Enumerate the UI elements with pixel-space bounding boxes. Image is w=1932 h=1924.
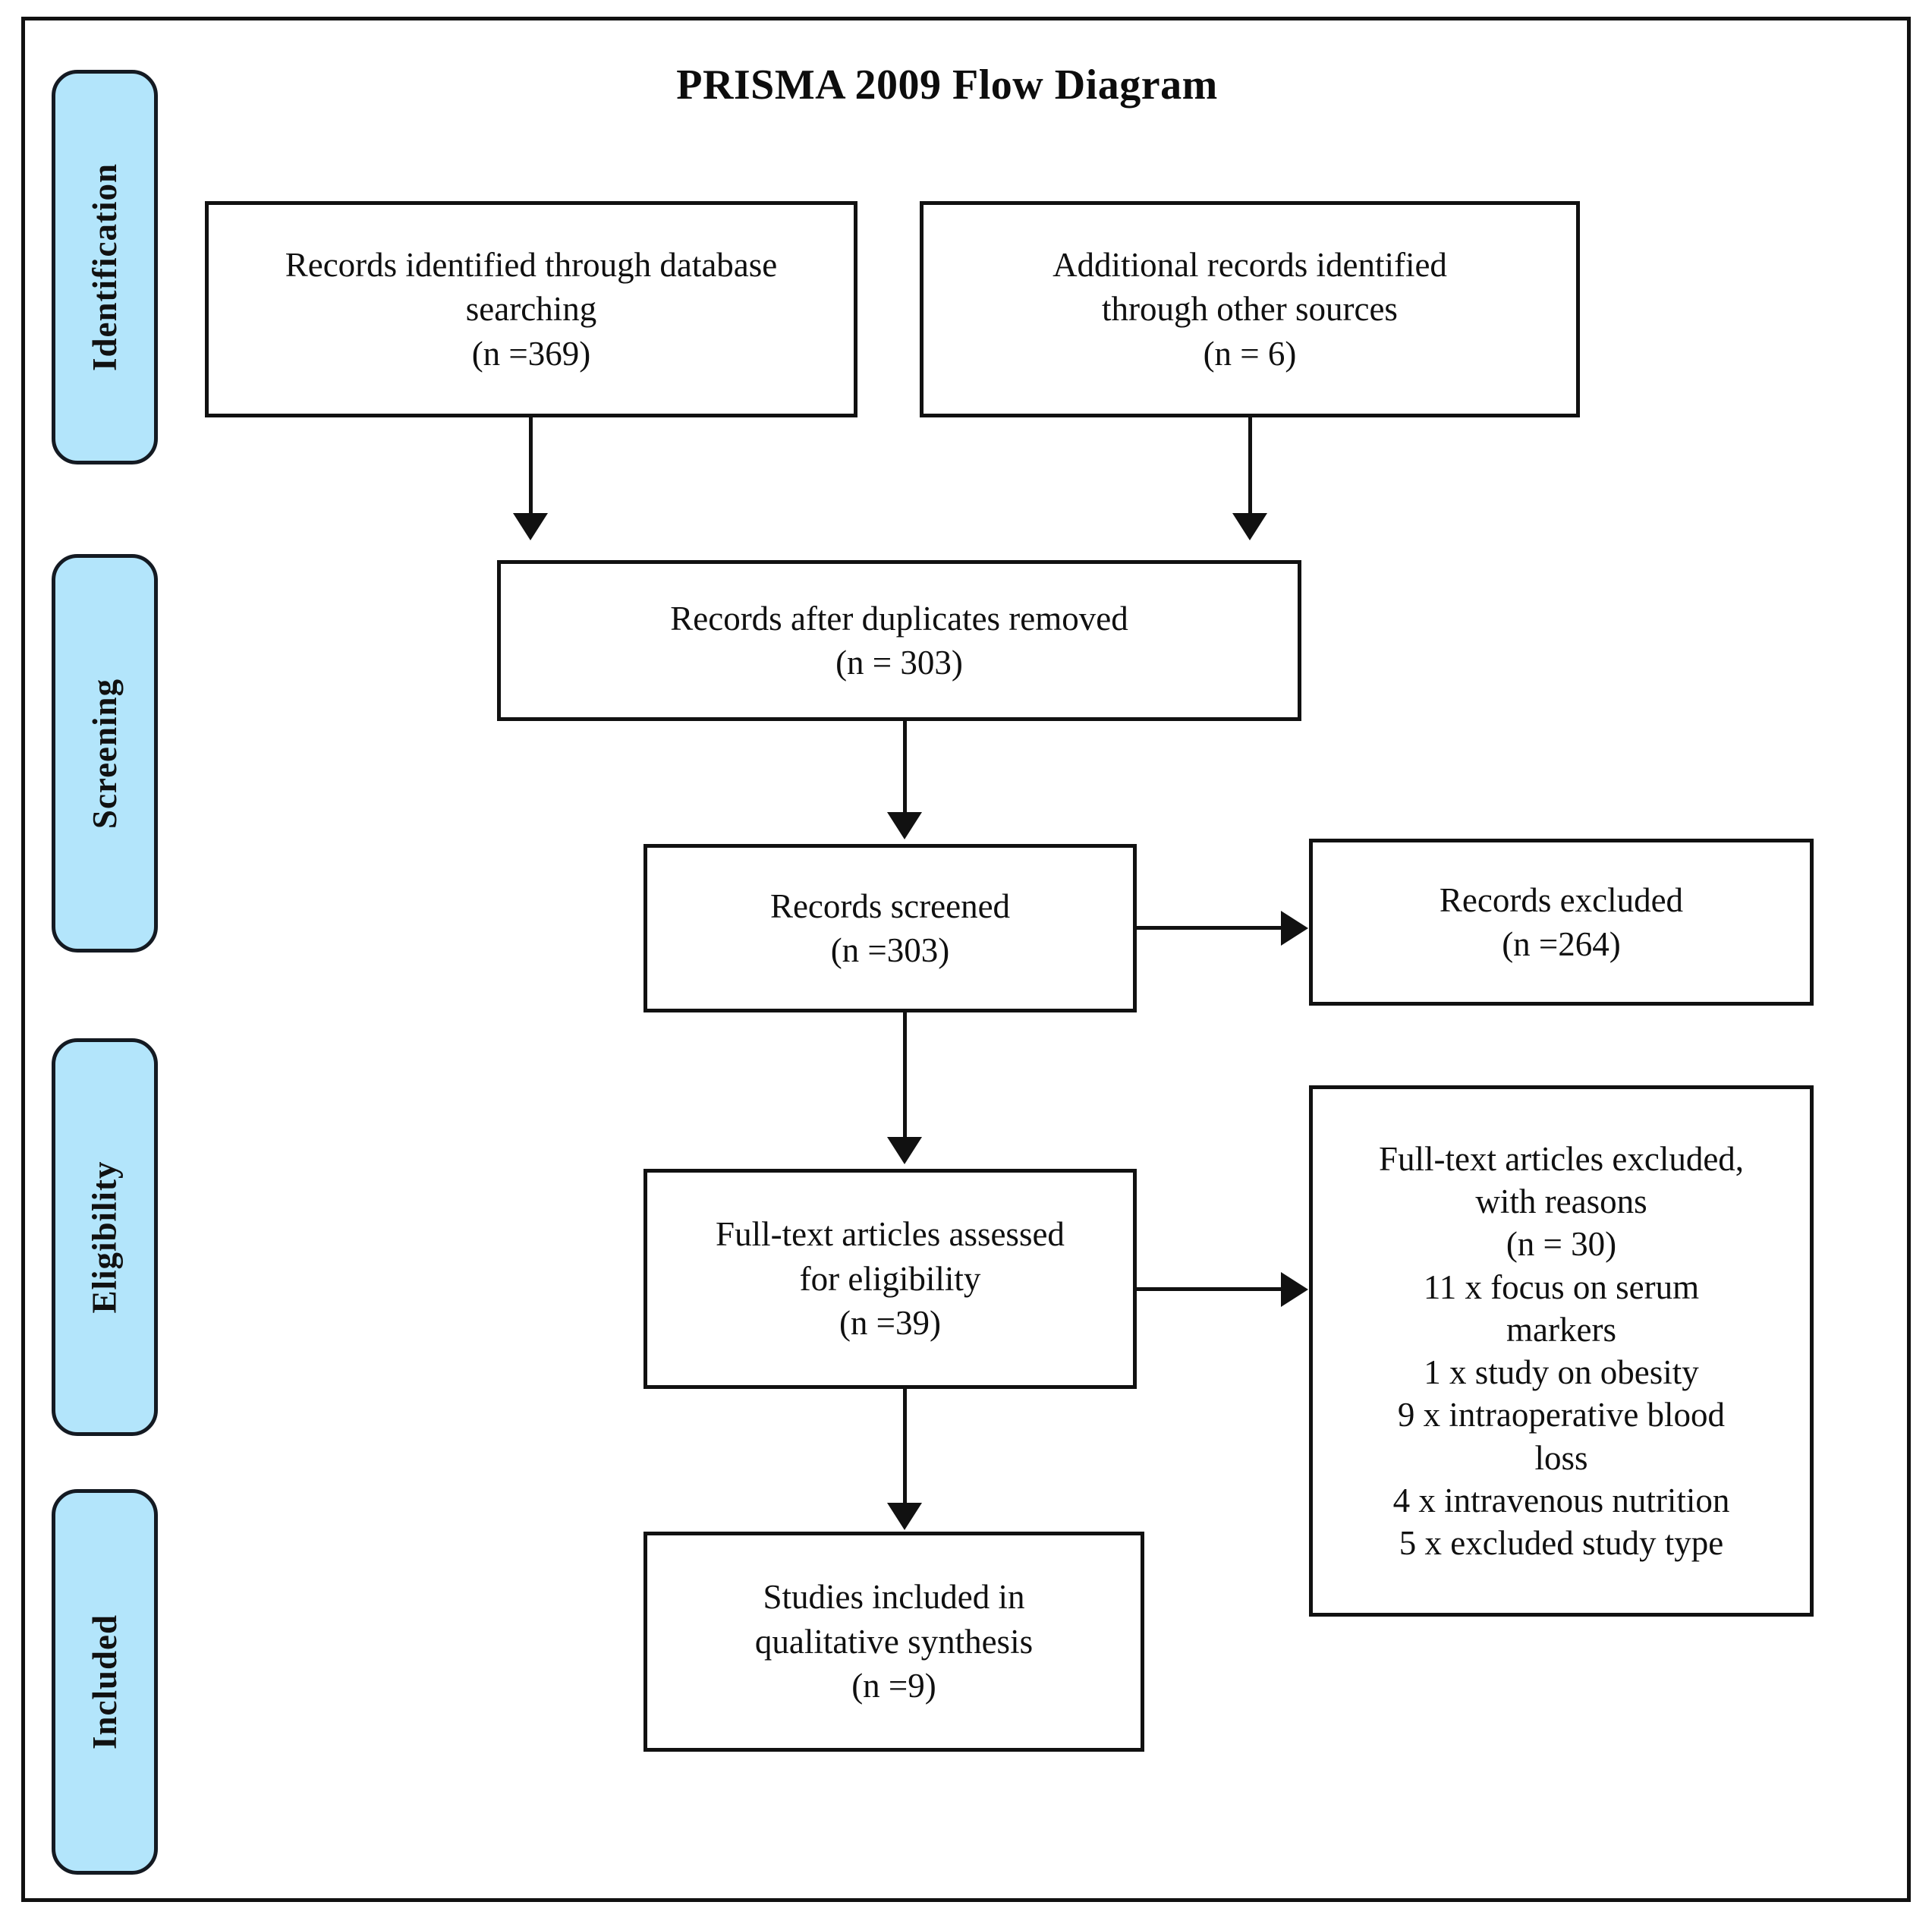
arrowhead-screened-to-excluded (1281, 911, 1308, 946)
box-fulltext-articles-excluded-with-reasons-text: Full-text articles excluded, with reason… (1378, 1139, 1745, 1562)
connector-fulltext-to-studies-included (903, 1389, 907, 1509)
connector-duplicates-to-screened (903, 721, 907, 818)
box-additional-records-other-sources-text: Additional records identified through ot… (1053, 245, 1447, 373)
box-studies-included-qualitative-synthesis: Studies included in qualitative synthesi… (643, 1532, 1144, 1752)
stage-label-screening-text: Screening (86, 678, 124, 829)
connector-screened-to-fulltext (903, 1012, 907, 1141)
arrowhead-other-sources-to-duplicates (1232, 513, 1267, 540)
box-fulltext-articles-assessed-text: Full-text articles assessed for eligibil… (716, 1215, 1065, 1343)
box-records-excluded-text: Records excluded (n =264) (1439, 880, 1684, 964)
box-records-after-duplicates-removed-text: Records after duplicates removed (n = 30… (670, 599, 1128, 682)
arrowhead-db-search-to-duplicates (513, 513, 548, 540)
box-records-identified-database: Records identified through database sear… (205, 201, 857, 417)
stage-label-screening: Screening (52, 554, 158, 953)
stage-label-identification: Identification (52, 70, 158, 464)
connector-other-sources-to-duplicates (1248, 417, 1252, 519)
box-fulltext-articles-excluded-with-reasons: Full-text articles excluded, with reason… (1309, 1085, 1814, 1617)
connector-db-search-to-duplicates (529, 417, 533, 519)
arrowhead-fulltext-to-excluded-reasons (1281, 1272, 1308, 1307)
page-title-text: PRISMA 2009 Flow Diagram (676, 61, 1218, 109)
stage-label-identification-text: Identification (86, 162, 124, 372)
stage-label-eligibility: Eligibility (52, 1038, 158, 1436)
stage-label-included: Included (52, 1489, 158, 1875)
arrowhead-duplicates-to-screened (887, 812, 922, 839)
stage-label-eligibility-text: Eligibility (86, 1160, 124, 1314)
box-records-identified-database-text: Records identified through database sear… (285, 245, 778, 373)
stage-label-included-text: Included (86, 1614, 124, 1750)
arrowhead-screened-to-fulltext (887, 1137, 922, 1164)
box-studies-included-qualitative-synthesis-text: Studies included in qualitative synthesi… (754, 1578, 1034, 1705)
connector-fulltext-to-excluded-reasons (1137, 1287, 1282, 1291)
box-additional-records-other-sources: Additional records identified through ot… (920, 201, 1580, 417)
box-records-screened: Records screened (n =303) (643, 844, 1137, 1012)
box-fulltext-articles-assessed: Full-text articles assessed for eligibil… (643, 1169, 1137, 1389)
connector-screened-to-excluded (1137, 926, 1282, 930)
box-records-excluded: Records excluded (n =264) (1309, 839, 1814, 1006)
page-title: PRISMA 2009 Flow Diagram (0, 61, 1932, 109)
arrowhead-fulltext-to-studies-included (887, 1503, 922, 1530)
box-records-after-duplicates-removed: Records after duplicates removed (n = 30… (497, 560, 1301, 721)
box-records-screened-text: Records screened (n =303) (769, 886, 1011, 970)
